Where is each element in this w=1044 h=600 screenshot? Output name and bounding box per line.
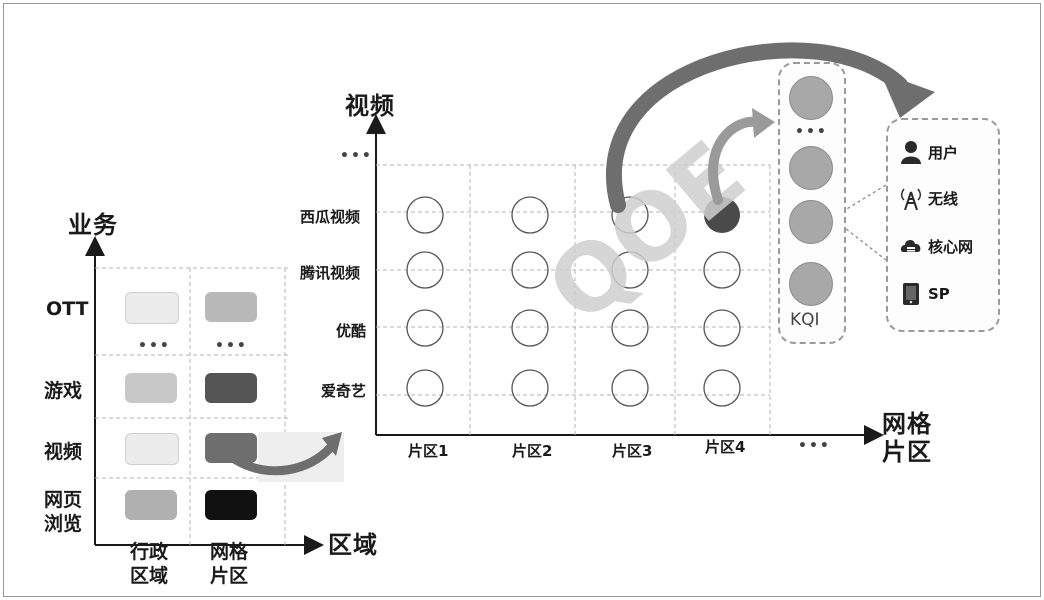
chip-web-grid	[205, 490, 257, 520]
legend-item-sp: SP	[900, 282, 950, 306]
right-col-label-4: 片区4	[705, 438, 746, 456]
qoe-watermark: QOE	[528, 121, 765, 344]
chip-ott-admin	[125, 292, 179, 324]
legend-item-user: 用户	[900, 140, 958, 164]
kqi-label: KQI	[790, 310, 820, 330]
left-row-label-ott: OTT	[46, 298, 89, 320]
wireless-tower-icon	[901, 188, 921, 210]
right-y-axis-label: 视频	[345, 92, 395, 120]
chip-video-admin	[125, 433, 179, 465]
qoe-circles	[406, 196, 741, 407]
right-row-label-youku: 优酷	[336, 322, 367, 340]
left-row-label-web: 网页 浏览	[44, 489, 83, 535]
left-row-label-video: 视频	[44, 441, 83, 463]
chip-ott-grid	[205, 292, 257, 322]
right-y-ellipsis: •••	[340, 148, 373, 164]
core-network-icon	[900, 239, 921, 252]
left-grid	[95, 267, 290, 545]
right-x-ellipsis: •••	[798, 438, 831, 454]
right-col-label-3: 片区3	[612, 442, 653, 460]
left-row-label-game: 游戏	[44, 380, 83, 402]
left-ellipsis-1: •••	[138, 338, 171, 354]
left-x-axis-label: 区域	[328, 531, 378, 559]
left-to-right-arrow	[231, 443, 335, 476]
right-row-label-tencent: 腾讯视频	[300, 264, 361, 282]
right-col-label-2: 片区2	[512, 442, 553, 460]
right-row-label-xigua: 西瓜视频	[300, 208, 361, 226]
chip-game-grid	[205, 373, 257, 403]
legend-item-wireless: 无线	[900, 186, 958, 210]
kqi-circle-4	[789, 262, 833, 306]
figure-frame	[3, 3, 1041, 597]
kqi-circle-3	[789, 200, 833, 244]
chip-game-admin	[125, 373, 177, 403]
kqi-ellipsis: •••	[795, 124, 828, 140]
right-grid	[376, 164, 771, 435]
legend-label-sp: SP	[928, 285, 950, 303]
legend-label-wireless: 无线	[928, 189, 959, 208]
chip-web-admin	[125, 490, 177, 520]
right-row-label-iqiyi: 爱奇艺	[321, 382, 367, 400]
legend-item-core: 核心网	[900, 234, 973, 258]
left-ellipsis-2: •••	[215, 338, 248, 354]
kqi-circle-2	[789, 146, 833, 190]
legend-label-user: 用户	[928, 143, 959, 162]
chip-video-grid	[205, 433, 257, 463]
user-icon	[901, 141, 921, 164]
left-y-axis-label: 业务	[68, 211, 118, 239]
legend-label-core: 核心网	[928, 237, 974, 256]
right-x-axis-label: 网格 片区	[882, 410, 932, 466]
right-col-label-1: 片区1	[408, 442, 449, 460]
sp-icon	[903, 283, 919, 305]
kqi-curved-arrow	[708, 116, 763, 205]
kqi-circle-1	[789, 76, 833, 120]
big-curved-arrow	[606, 42, 908, 213]
left-col-label-admin: 行政 区域	[130, 541, 169, 587]
left-col-label-grid: 网格 片区	[210, 541, 249, 587]
highlight-dot	[704, 197, 740, 233]
